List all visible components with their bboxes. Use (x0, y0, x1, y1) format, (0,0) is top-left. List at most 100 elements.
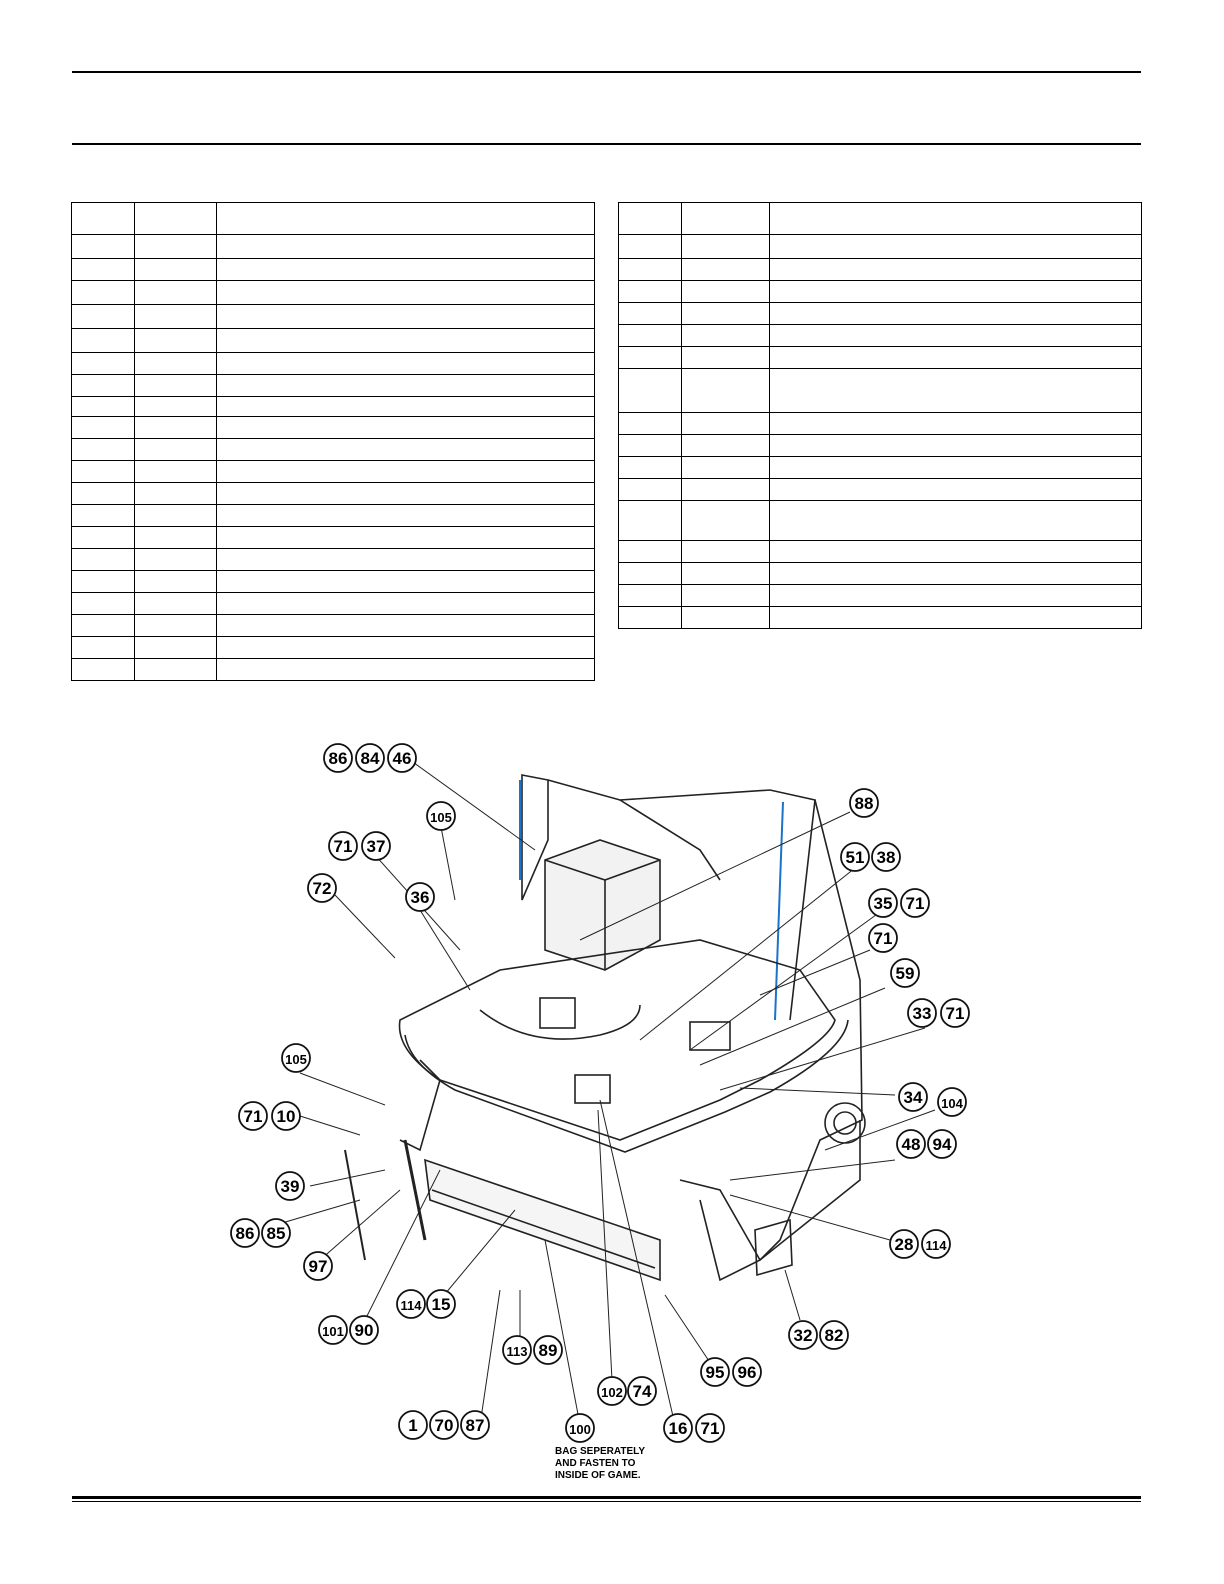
part-number-cell (681, 478, 770, 501)
item-cell (71, 526, 135, 549)
part-number-cell (681, 302, 770, 325)
item-cell (71, 280, 135, 305)
callout-bubble: 85 (261, 1218, 291, 1248)
callout-bubble: 97 (303, 1251, 333, 1281)
callout-circle (819, 1320, 849, 1350)
callout-circle (695, 1413, 725, 1443)
callout-number: 59 (896, 964, 915, 983)
description-cell (769, 234, 1142, 259)
callout-circle (275, 1171, 305, 1201)
callout-circle (907, 998, 937, 1028)
note-line-1: BAG SEPERATELY (555, 1446, 645, 1457)
part-number-cell (134, 482, 217, 505)
item-cell (618, 540, 682, 563)
callout-number: 90 (355, 1321, 374, 1340)
description-cell (216, 636, 595, 659)
table-row (71, 548, 595, 571)
callout-circle (361, 831, 391, 861)
part-number-cell (134, 614, 217, 637)
description-cell (769, 202, 1142, 235)
callout-circle (732, 1357, 762, 1387)
callout-circle (261, 1218, 291, 1248)
callout-number: 97 (309, 1257, 328, 1276)
part-number-cell (134, 202, 217, 235)
callout-circle (303, 1251, 333, 1281)
callout-number: 32 (794, 1326, 813, 1345)
leader-lines (264, 759, 936, 1426)
callout-number: 105 (430, 810, 452, 825)
callout-circle (898, 1082, 928, 1112)
callout-bubble: 48 (896, 1129, 926, 1159)
callout-number: 72 (313, 879, 332, 898)
callout-number: 84 (361, 749, 380, 768)
callout-bubble: 15 (426, 1289, 456, 1319)
description-cell (216, 234, 595, 259)
item-cell (618, 562, 682, 585)
part-number-cell (134, 548, 217, 571)
item-cell (71, 636, 135, 659)
callout-bubble: 51 (840, 842, 870, 872)
table-row (618, 606, 1142, 629)
description-cell (769, 500, 1142, 541)
description-cell (769, 346, 1142, 369)
callout-circle (426, 801, 456, 831)
callout-number: 38 (877, 848, 896, 867)
callout-bubble: 71 (900, 888, 930, 918)
callout-number: 104 (941, 1096, 963, 1111)
part-number-cell (681, 368, 770, 413)
item-cell (71, 504, 135, 527)
table-row (71, 636, 595, 659)
callout-number: 87 (466, 1416, 485, 1435)
item-cell (618, 346, 682, 369)
callout-bubble: 88 (849, 788, 879, 818)
callout-bubble: 32 (788, 1320, 818, 1350)
description-cell (216, 304, 595, 329)
item-cell (71, 658, 135, 681)
callout-bubble: 71 (328, 831, 358, 861)
callout-number: 113 (507, 1344, 528, 1359)
footer-rule-thin (72, 1501, 1141, 1502)
table-row (618, 258, 1142, 281)
table-row (71, 234, 595, 259)
callout-bubble: 104 (937, 1087, 967, 1117)
note-line-3: INSIDE OF GAME. (555, 1470, 641, 1481)
callout-circle (940, 998, 970, 1028)
callout-number: 89 (539, 1341, 558, 1360)
description-cell (216, 438, 595, 461)
table-row (618, 456, 1142, 479)
callout-circle (840, 842, 870, 872)
table-row (71, 258, 595, 281)
table-row (71, 482, 595, 505)
table-header-row (618, 202, 1142, 235)
callout-circle (627, 1376, 657, 1406)
description-cell (769, 280, 1142, 303)
callout-bubble: 96 (732, 1357, 762, 1387)
callout-circle (900, 888, 930, 918)
part-number-cell (134, 570, 217, 593)
item-cell (618, 368, 682, 413)
item-cell (71, 482, 135, 505)
callout-bubble: 94 (927, 1129, 957, 1159)
callout-bubble: 71 (695, 1413, 725, 1443)
item-cell (71, 328, 135, 353)
table-row (618, 540, 1142, 563)
table-row (71, 570, 595, 593)
description-cell (216, 396, 595, 417)
callout-number: 34 (904, 1088, 923, 1107)
callout-bubble: 90 (349, 1315, 379, 1345)
callout-number: 37 (367, 837, 386, 856)
item-cell (71, 570, 135, 593)
table-row (71, 614, 595, 637)
item-cell (71, 258, 135, 281)
item-cell (71, 374, 135, 397)
part-number-cell (681, 234, 770, 259)
callout-circle (921, 1229, 951, 1259)
description-cell (216, 460, 595, 483)
table-row (618, 562, 1142, 585)
description-cell (769, 562, 1142, 585)
callout-number: 71 (874, 929, 893, 948)
description-cell (216, 658, 595, 681)
table-row (71, 504, 595, 527)
description-cell (769, 456, 1142, 479)
callout-bubble: 72 (307, 873, 337, 903)
